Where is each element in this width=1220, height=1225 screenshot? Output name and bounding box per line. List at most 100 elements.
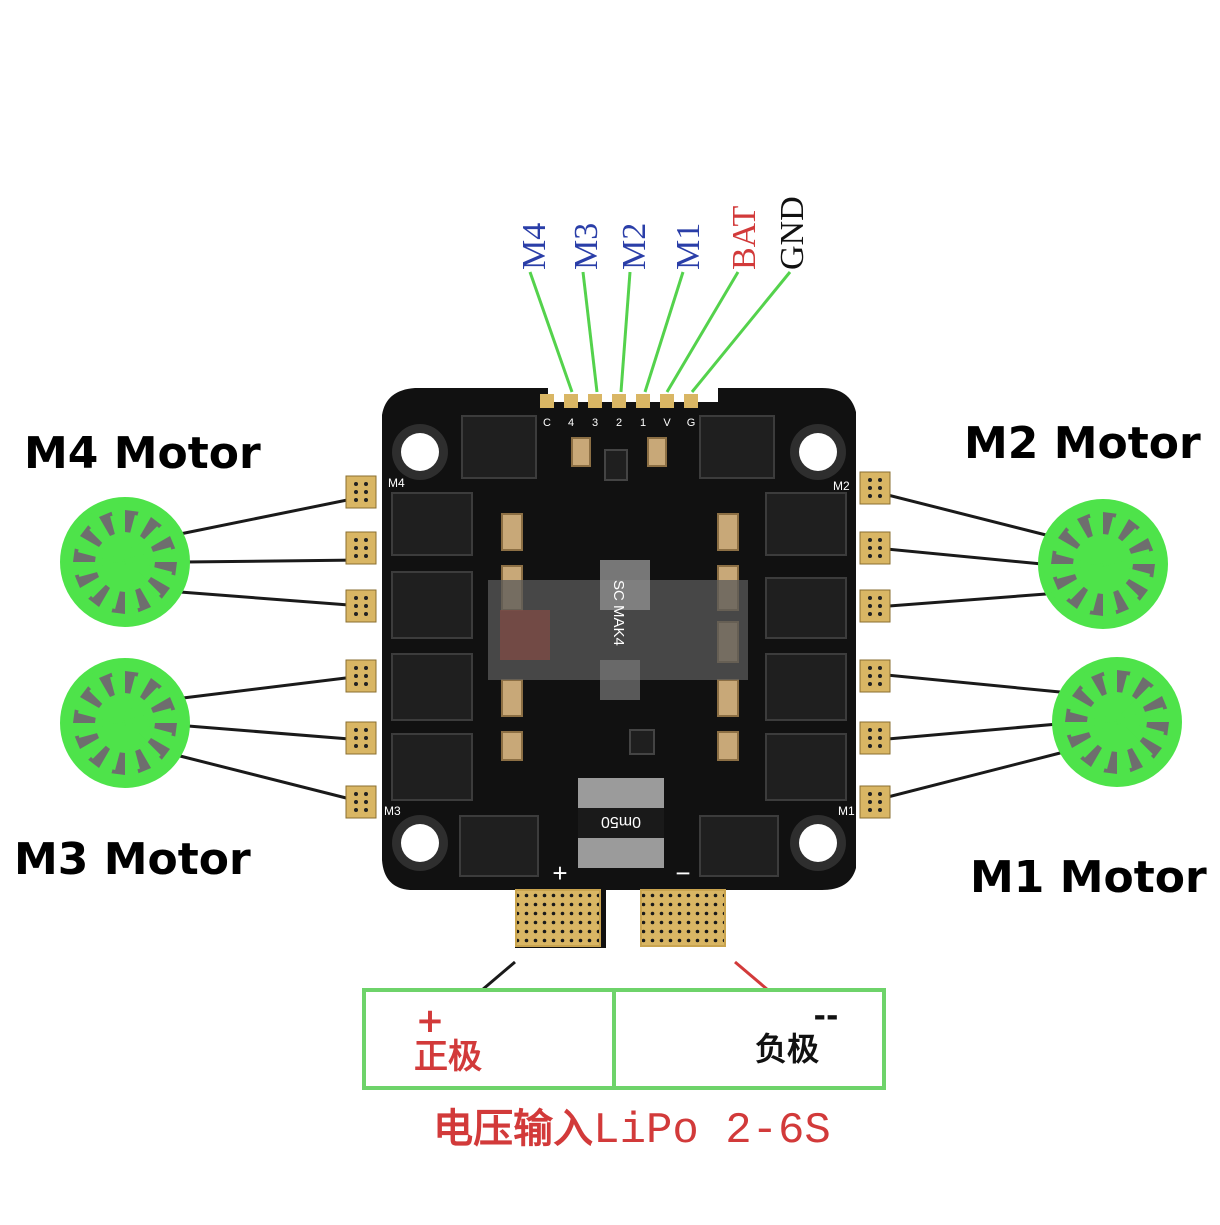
lead-m2-a bbox=[875, 490, 1047, 537]
lead-m1-c bbox=[875, 750, 1065, 802]
motor-spoke bbox=[1100, 563, 1118, 611]
silk-m1: M1 bbox=[838, 804, 855, 818]
motor-spoke bbox=[1101, 562, 1139, 600]
signal-label-m2: M2 bbox=[616, 223, 653, 270]
wire-m1 bbox=[643, 271, 685, 393]
motor-pad bbox=[859, 589, 891, 623]
motor-spoke bbox=[122, 722, 140, 770]
negative-label: 负极 bbox=[755, 1030, 819, 1068]
lead-m1-b bbox=[875, 722, 1059, 742]
motor-segment bbox=[80, 686, 104, 708]
motor-spoke bbox=[110, 722, 128, 771]
motor-segment bbox=[146, 738, 170, 760]
header-pad-label: V bbox=[663, 417, 671, 429]
m3-motor-icon bbox=[60, 658, 190, 788]
motor-spoke bbox=[77, 708, 126, 726]
silk-m2: M2 bbox=[833, 479, 850, 493]
motor-spoke bbox=[1088, 517, 1106, 565]
signal-wires bbox=[528, 271, 792, 393]
header-pad-label: 3 bbox=[592, 417, 598, 429]
m4-motor-icon bbox=[60, 497, 190, 627]
voltage-input-caption: 电压输入LiPo 2-6S bbox=[433, 1106, 831, 1156]
motor-segment bbox=[140, 517, 162, 541]
motor-segment bbox=[1072, 685, 1096, 707]
positive-sign: + bbox=[416, 1001, 445, 1041]
header-pad-label: G bbox=[687, 417, 696, 429]
motor-spoke bbox=[110, 561, 128, 610]
motor-segment bbox=[1124, 579, 1148, 601]
negative-lead bbox=[734, 960, 769, 992]
voltage-input-cn: 电压输入 bbox=[433, 1106, 593, 1152]
header-pad-label: 4 bbox=[568, 417, 574, 429]
m2-motor-label: M2 Motor bbox=[964, 418, 1201, 469]
motor-spoke bbox=[89, 687, 127, 725]
motor-spoke bbox=[122, 561, 140, 609]
motor-spoke bbox=[123, 721, 161, 759]
header-pad-label: C bbox=[543, 417, 551, 429]
motor-spoke bbox=[1070, 719, 1118, 737]
motor-pad bbox=[345, 531, 377, 565]
motor-spoke bbox=[110, 515, 128, 563]
signal-labels: M4 M3 M2 M1 BAT GND bbox=[516, 196, 811, 270]
motor-spoke bbox=[1056, 561, 1104, 579]
wire-gnd bbox=[690, 271, 792, 393]
shunt-label: 0m50 bbox=[601, 813, 641, 830]
motor-spoke bbox=[124, 559, 173, 577]
motor-segment bbox=[88, 744, 110, 768]
motor-segment bbox=[1138, 737, 1162, 759]
wire-m3 bbox=[581, 271, 599, 393]
motor-spoke bbox=[124, 720, 173, 738]
power-input-box: + 正极 -- 负极 bbox=[362, 988, 886, 1090]
m1-motor-icon bbox=[1052, 657, 1182, 787]
m3-motor-label: M3 Motor bbox=[14, 834, 251, 885]
wire-bat bbox=[665, 271, 740, 393]
motor-segment bbox=[1058, 527, 1082, 549]
motor-spoke bbox=[1102, 549, 1150, 567]
m1-motor-label: M1 Motor bbox=[970, 852, 1207, 903]
lead-m1-a bbox=[875, 672, 1061, 694]
motor-spoke bbox=[122, 675, 140, 724]
motor-spoke bbox=[89, 526, 127, 564]
motor-spoke bbox=[123, 687, 161, 725]
motor-spoke bbox=[122, 514, 140, 563]
motor-pad bbox=[345, 721, 377, 755]
motor-segment bbox=[88, 583, 110, 607]
motor-spoke bbox=[123, 560, 161, 598]
small-ic-2 bbox=[629, 729, 655, 755]
motor-spoke bbox=[1102, 675, 1120, 723]
motor-segment bbox=[146, 577, 170, 599]
motor-spoke bbox=[1081, 720, 1119, 758]
wire-m4 bbox=[528, 271, 574, 393]
signal-label-m1: M1 bbox=[670, 223, 707, 270]
motor-leads bbox=[179, 490, 1065, 804]
voltage-input-spec: LiPo 2-6S bbox=[593, 1106, 831, 1156]
motor-pad bbox=[345, 475, 377, 509]
header-pad bbox=[564, 394, 578, 408]
current-shunt: 0m50 bbox=[578, 778, 664, 868]
positive-label: 正极 bbox=[414, 1037, 482, 1077]
motor-spoke bbox=[1101, 528, 1139, 566]
motor-pad bbox=[345, 659, 377, 693]
m2-motor-icon bbox=[1038, 499, 1168, 629]
lead-m4-a bbox=[179, 495, 363, 536]
header-pad bbox=[588, 394, 602, 408]
motor-pad bbox=[859, 531, 891, 565]
header-pad bbox=[540, 394, 554, 408]
motor-pad bbox=[859, 721, 891, 755]
motor-spoke bbox=[78, 720, 126, 738]
signal-label-gnd: GND bbox=[774, 196, 811, 270]
silk-m4: M4 bbox=[388, 476, 405, 490]
motor-spoke bbox=[77, 547, 126, 565]
wire-m2 bbox=[619, 271, 632, 393]
motor-spoke bbox=[1115, 720, 1153, 758]
motor-spoke bbox=[1100, 516, 1118, 565]
board-plus-label: + bbox=[552, 858, 567, 888]
motor-solder-pads bbox=[345, 471, 891, 819]
motor-pad bbox=[345, 785, 377, 819]
motor-segment bbox=[80, 525, 104, 547]
motor-spoke bbox=[124, 547, 172, 565]
signal-label-m3: M3 bbox=[568, 223, 605, 270]
